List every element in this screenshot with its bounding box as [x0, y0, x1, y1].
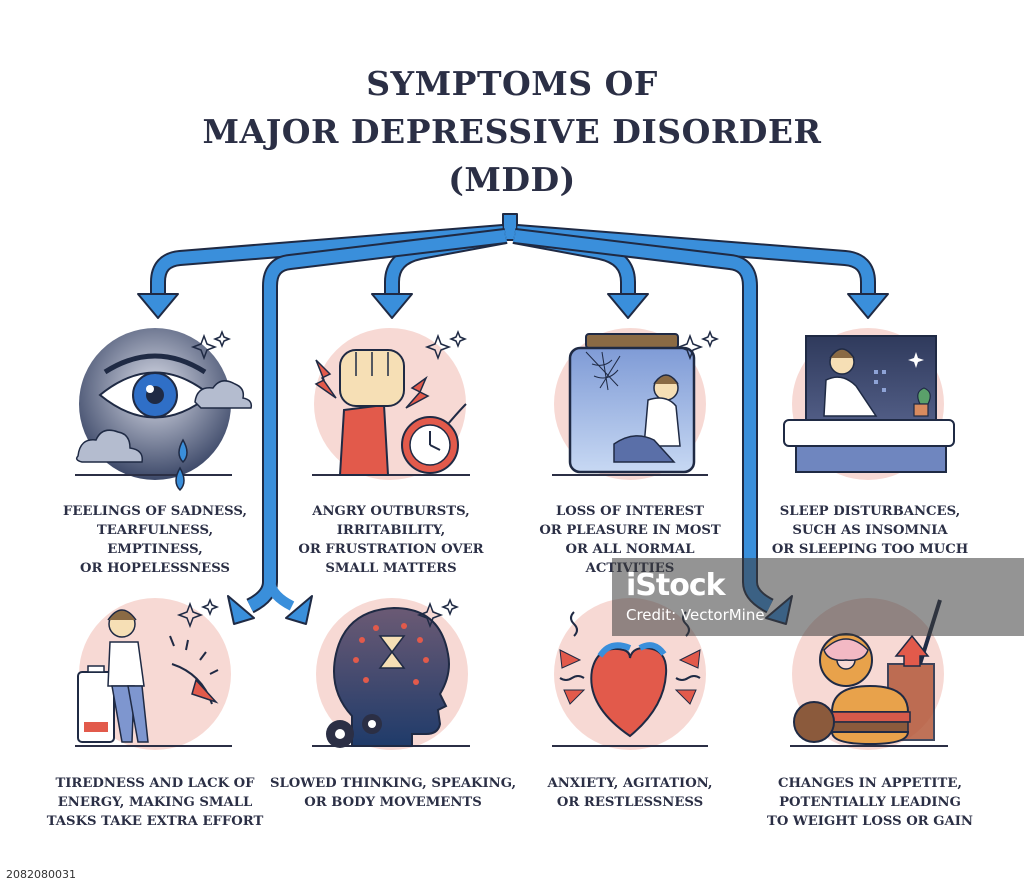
footer-bar: [0, 866, 1024, 896]
caption-line: IRRITABILITY,: [336, 523, 446, 538]
caption-anger: ANGRY OUTBURSTS, IRRITABILITY, OR FRUSTRAT…: [272, 502, 510, 578]
tiredness-illustration: [75, 598, 232, 750]
sleep-illustration: [783, 328, 955, 480]
anxiety-illustration: [552, 598, 708, 750]
arrow-head-7: [847, 293, 889, 319]
caption-anxiety: ANXIETY, AGITATION, OR RESTLESSNESS: [516, 774, 744, 812]
caption-line: OR SLEEPING TOO MUCH: [771, 542, 969, 557]
title-line-2: MAJOR DEPRESSIVE DISORDER: [202, 112, 822, 151]
caption-line: CHANGES IN APPETITE,: [777, 776, 963, 791]
sparkle-icon: [176, 597, 220, 629]
caption-line: FEELINGS OF SADNESS,: [63, 504, 247, 519]
arrow-head-row2-b: [285, 595, 313, 625]
arrow-long-left: [247, 230, 506, 612]
stock-watermark: iStock Credit: VectorMine: [612, 558, 1024, 636]
caption-line: SLOWED THINKING, SPEAKING,: [270, 776, 517, 791]
caption-line: TEARFULNESS,: [96, 523, 214, 538]
caption-thinking: SLOWED THINKING, SPEAKING, OR BODY MOVEME…: [270, 774, 516, 812]
caption-line: SUCH AS INSOMNIA: [792, 523, 948, 538]
arrow-branch-7: [516, 226, 874, 296]
caption-line: SMALL MATTERS: [325, 561, 457, 576]
arrow-head-row2-a: [227, 595, 255, 625]
caption-sadness: FEELINGS OF SADNESS, TEARFULNESS, EMPTINES…: [40, 502, 270, 578]
caption-line: OR HOPELESSNESS: [80, 561, 230, 576]
sadness-illustration: [75, 328, 253, 492]
sparkle-icon: [676, 329, 720, 361]
caption-line: LOSS OF INTEREST: [556, 504, 704, 519]
caption-sleep: SLEEP DISTURBANCES, SUCH AS INSOMNIA OR SL…: [752, 502, 988, 559]
watermark-logo: iStock: [626, 568, 726, 603]
caption-line: ANXIETY, AGITATION,: [547, 776, 713, 791]
caption-line: OR ALL NORMAL: [565, 542, 695, 557]
caption-line: ENERGY, MAKING SMALL: [57, 795, 253, 810]
title-line-1: SYMPTOMS OF: [366, 64, 658, 103]
caption-tiredness: TIREDNESS AND LACK OF ENERGY, MAKING SMAL…: [36, 774, 274, 831]
arrow-head-1: [137, 293, 179, 319]
arrow-head-5: [607, 293, 649, 319]
caption-line: TIREDNESS AND LACK OF: [55, 776, 255, 791]
title-line-3: (MDD): [448, 160, 576, 199]
watermark-credit: Credit: VectorMine: [626, 606, 765, 624]
caption-line: OR FRUSTRATION OVER: [298, 542, 484, 557]
sparkle-icon: [424, 329, 468, 361]
caption-line: TASKS TAKE EXTRA EFFORT: [46, 814, 264, 829]
arrow-stem: [502, 213, 518, 241]
arrow-branch-1: [152, 226, 504, 296]
sparkle-icon: [416, 597, 460, 629]
appetite-illustration: [790, 598, 948, 750]
caption-line: OR PLEASURE IN MOST: [539, 523, 721, 538]
caption-line: OR BODY MOVEMENTS: [304, 795, 482, 810]
thinking-illustration: [312, 598, 470, 750]
caption-line: OR RESTLESSNESS: [556, 795, 704, 810]
caption-line: TO WEIGHT LOSS OR GAIN: [767, 814, 973, 829]
caption-line: EMPTINESS,: [107, 542, 203, 557]
arrow-fork-b: [265, 580, 295, 611]
sparkle-icon: [190, 329, 232, 361]
arrow-head-3: [371, 293, 413, 319]
interest-illustration: [552, 328, 708, 480]
caption-line: ANGRY OUTBURSTS,: [312, 504, 470, 519]
caption-appetite: CHANGES IN APPETITE, POTENTIALLY LEADING T…: [752, 774, 988, 831]
stock-id: 2082080031: [6, 868, 76, 881]
caption-line: POTENTIALLY LEADING: [779, 795, 961, 810]
anger-illustration: [312, 328, 470, 480]
caption-line: SLEEP DISTURBANCES,: [779, 504, 961, 519]
